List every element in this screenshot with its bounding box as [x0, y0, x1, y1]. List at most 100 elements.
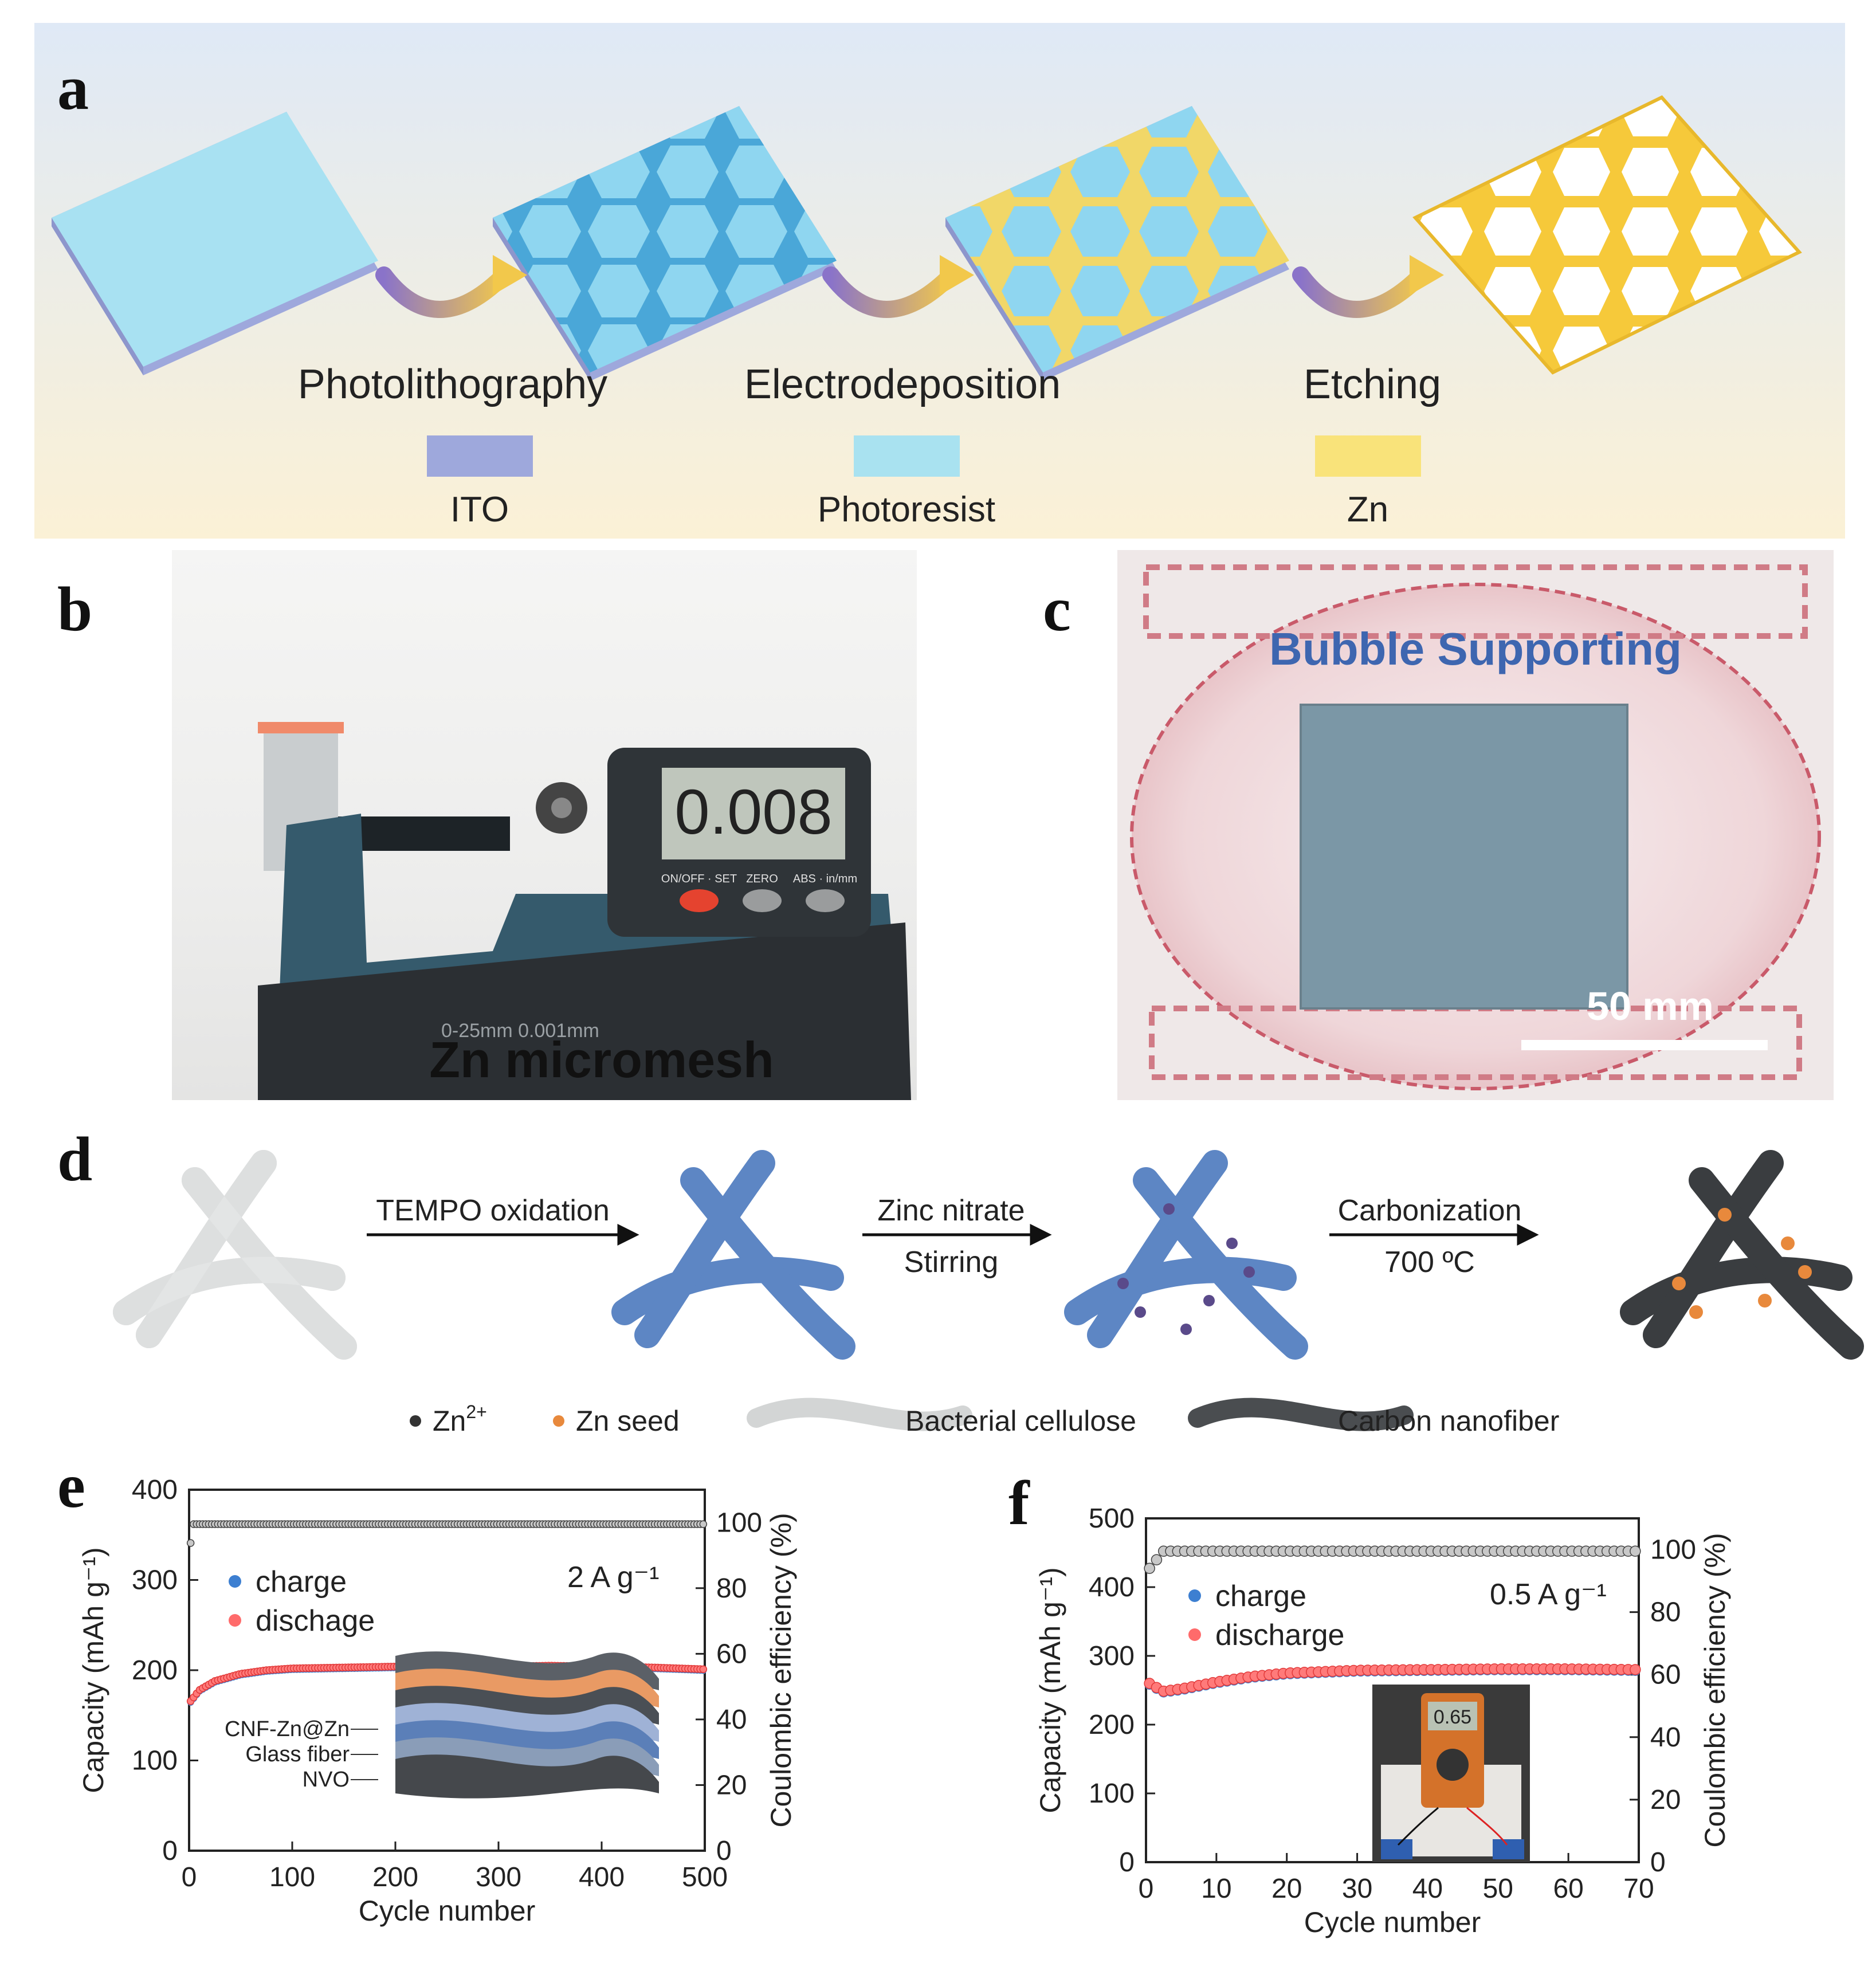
y2-tick-label: 0: [716, 1836, 732, 1866]
y2-axis-label: Coulombic efficiency (%): [1699, 1533, 1731, 1847]
battery-layer-label: NVO: [303, 1768, 350, 1792]
panel-b-photo: 0.008 ON/OFF · SET ZERO ABS · in/mm 0-25…: [172, 550, 917, 1100]
x-tick-label: 10: [1201, 1874, 1231, 1904]
zn-deposited-slab: [945, 106, 1289, 381]
bubble-supporting-title: Bubble Supporting: [1269, 623, 1682, 674]
panel-d: TEMPO oxidation Zinc nitrate Stirring Ca…: [0, 1140, 1876, 1461]
y2-tick-label: 60: [716, 1639, 747, 1669]
x-tick-label: 20: [1271, 1874, 1302, 1904]
y-tick-label: 200: [132, 1655, 178, 1686]
zero-button: [743, 889, 782, 912]
legend-charge-marker: [1188, 1589, 1201, 1602]
legend-swatch-zn: [1315, 435, 1421, 477]
zn-ion-legend-label: Zn: [433, 1405, 466, 1437]
series-coulombic-efficiency: [186, 1520, 708, 1547]
carbon-legend-label: Carbon nanofiber: [1338, 1405, 1559, 1437]
ce-point: [1144, 1562, 1155, 1575]
battery-clip-right: [1493, 1839, 1524, 1859]
y2-tick-label: 20: [716, 1770, 747, 1800]
multimeter-reading: 0.65: [1434, 1706, 1471, 1728]
y-axis-label: Capacity (mAh g⁻¹): [77, 1547, 109, 1793]
legend-discharge-label: discharge: [1215, 1619, 1344, 1652]
arrow-label-stirring: Stirring: [904, 1246, 999, 1279]
arrow-label-carbonization: Carbonization: [1338, 1194, 1522, 1227]
legend-discharge-marker: [1188, 1628, 1201, 1641]
multimeter-lcd: [1428, 1702, 1477, 1730]
y-tick-label: 100: [132, 1746, 178, 1776]
zn-ion-legend-dot: [410, 1415, 421, 1427]
micrometer-scale-text: 0-25mm 0.001mm: [441, 1020, 599, 1042]
lcd-reading: 0.008: [674, 777, 832, 847]
legend-charge-label: charge: [1215, 1580, 1306, 1613]
legend-discharge-label: dischage: [256, 1604, 375, 1638]
panel-c-photo: Bubble Supporting 50 mm: [1117, 550, 1834, 1100]
zn-ion-legend-superscript: 2+: [466, 1401, 486, 1422]
arrow-icon: [1329, 1223, 1539, 1246]
x-tick-label: 0: [1139, 1874, 1154, 1904]
rate-label: 0.5 A g⁻¹: [1490, 1578, 1607, 1611]
sample-tape: [258, 722, 344, 733]
legend-label-zn: Zn: [1347, 490, 1388, 529]
zn-micromesh-film: [1301, 705, 1627, 1008]
legend-label-photoresist: Photoresist: [818, 490, 995, 529]
panel-letter-c: c: [1043, 574, 1071, 644]
cellulose-legend-label: Bacterial cellulose: [905, 1405, 1136, 1437]
probe-wire-black: [1397, 1807, 1439, 1846]
abs-button: [806, 889, 845, 912]
micrometer-photo: 0.008 ON/OFF · SET ZERO ABS · in/mm 0-25…: [258, 722, 911, 1100]
battery-layer-label: CNF-Zn@Zn: [225, 1717, 350, 1741]
bubble-supporting-photo: Bubble Supporting 50 mm: [1117, 550, 1834, 1100]
ce-point: [1151, 1554, 1163, 1566]
panel-letter-a: a: [57, 53, 89, 123]
x-tick-label: 300: [476, 1862, 521, 1893]
zn-ion-cellulose-network: [1077, 1163, 1295, 1346]
button-label-zero: ZERO: [746, 873, 778, 885]
y-tick-label: 200: [1089, 1710, 1135, 1740]
y2-tick-label: 40: [1650, 1722, 1681, 1753]
step-label-etching: Etching: [1304, 362, 1441, 407]
battery-layer-label: Glass fiber: [245, 1742, 350, 1766]
ce-point: [699, 1520, 708, 1528]
x-tick-label: 0: [182, 1862, 197, 1893]
scale-bar: [1521, 1040, 1768, 1050]
zn-seed-legend-dot: [553, 1415, 564, 1427]
zn-ion-markers: [1117, 1203, 1255, 1335]
panel-letter-d: d: [57, 1124, 93, 1194]
button-label-onoff: ON/OFF · SET: [661, 873, 737, 885]
series-discharge: [1144, 1663, 1641, 1697]
arrow-label-temperature: 700 ºC: [1384, 1246, 1475, 1279]
scale-bar-label: 50 mm: [1587, 984, 1714, 1028]
battery-layer: [395, 1754, 659, 1799]
panel-a: Photolithography Electrodeposition Etchi…: [34, 23, 1845, 539]
legend-charge-marker: [229, 1575, 241, 1588]
panel-letter-f: f: [1008, 1468, 1030, 1538]
y-tick-label: 0: [1119, 1847, 1135, 1878]
zn-seed-markers: [1672, 1208, 1812, 1319]
y2-tick-label: 80: [716, 1573, 747, 1604]
legend-discharge-marker: [229, 1614, 241, 1627]
micrometer-base: [258, 922, 911, 1100]
y-tick-label: 300: [132, 1565, 178, 1596]
arrow-icon: [862, 1223, 1052, 1246]
svg-text:Zn2+: Zn2+: [433, 1401, 487, 1437]
x-tick-label: 70: [1623, 1874, 1654, 1904]
x-tick-label: 30: [1342, 1874, 1372, 1904]
probe-wire-red: [1466, 1807, 1508, 1846]
legend-label-ito: ITO: [450, 490, 509, 529]
series-coulombic-efficiency: [1144, 1545, 1641, 1575]
x-tick-label: 400: [579, 1862, 625, 1893]
x-tick-label: 40: [1412, 1874, 1443, 1904]
arrow-label-tempo: TEMPO oxidation: [376, 1194, 610, 1227]
rate-label: 2 A g⁻¹: [567, 1561, 659, 1594]
x-axis-label: Cycle number: [359, 1895, 535, 1927]
panel-d-schematic: TEMPO oxidation Zinc nitrate Stirring Ca…: [0, 1140, 1876, 1437]
patterned-photoresist-slab: [493, 106, 837, 381]
cellulose-legend-swatch: [747, 1397, 972, 1431]
y-tick-label: 300: [1089, 1641, 1135, 1671]
legend-charge-label: charge: [256, 1565, 347, 1599]
panel-a-schematic: Photolithography Electrodeposition Etchi…: [34, 23, 1845, 539]
ce-point: [1630, 1545, 1641, 1557]
